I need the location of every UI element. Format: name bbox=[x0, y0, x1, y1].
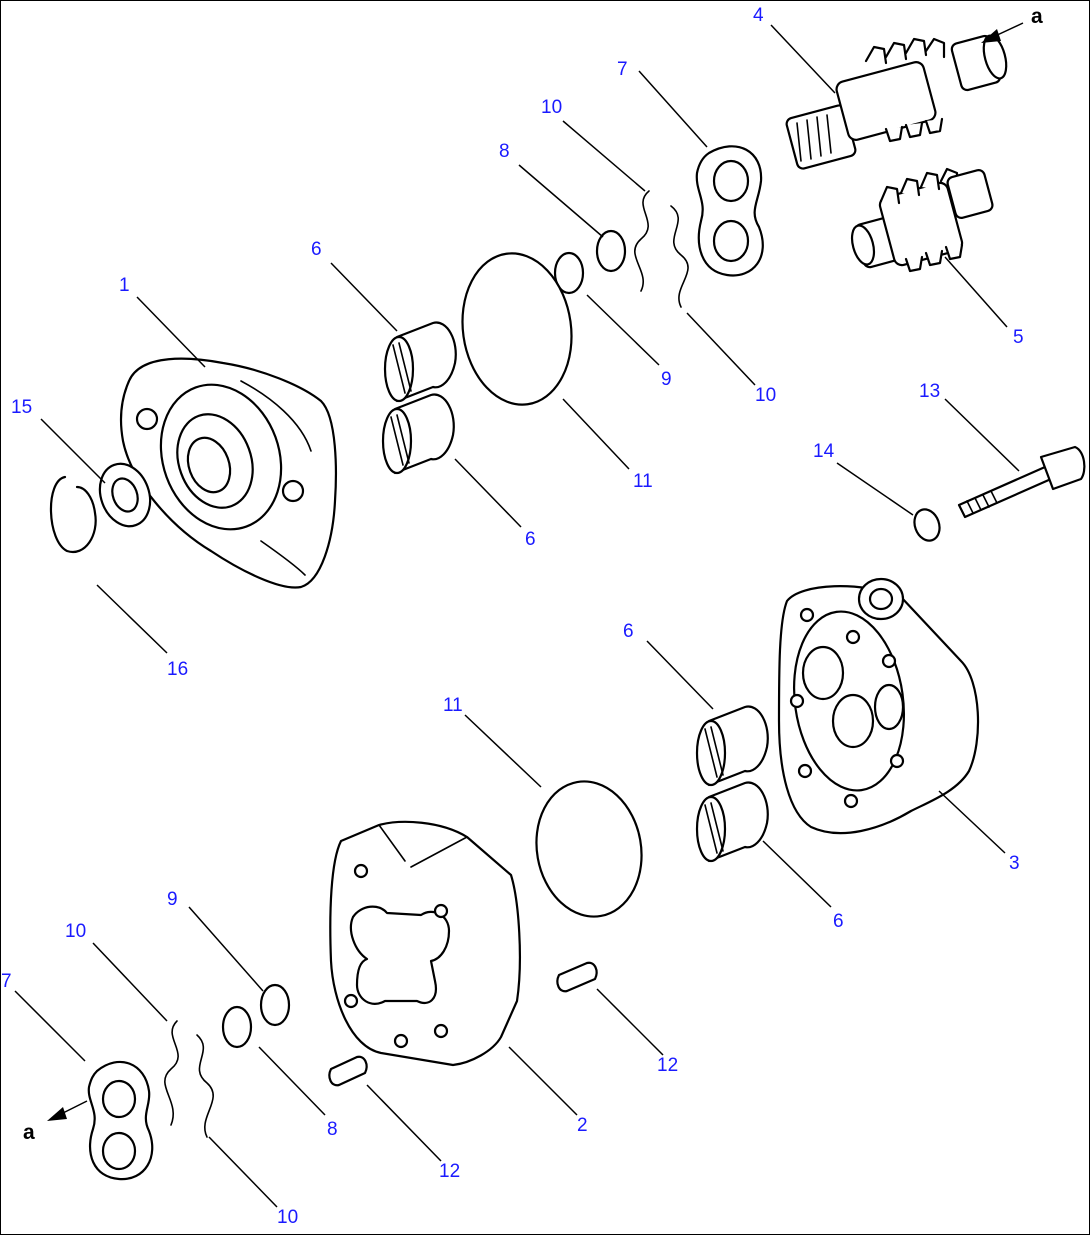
callout-7-top: 7 bbox=[617, 59, 628, 80]
callout-15: 15 bbox=[11, 397, 32, 418]
callout-9-bottom: 9 bbox=[167, 889, 178, 910]
callout-2: 2 bbox=[577, 1115, 588, 1136]
callout-6-bottom-lower: 6 bbox=[833, 911, 844, 932]
part-3-rear-cover bbox=[777, 577, 980, 835]
callout-12-left: 12 bbox=[439, 1161, 460, 1182]
part-7-pressure-plate-bottom bbox=[87, 1060, 154, 1181]
part-9-ring-bottom bbox=[259, 983, 291, 1027]
callout-4: 4 bbox=[753, 5, 764, 26]
callout-6-bottom-upper: 6 bbox=[623, 621, 634, 642]
part-8-ring-top bbox=[595, 229, 627, 273]
part-6-bushings-bottom bbox=[695, 705, 769, 863]
part-2-gear-housing bbox=[329, 820, 521, 1067]
callout-6-top-upper: 6 bbox=[311, 239, 322, 260]
callout-7-bottom: 7 bbox=[1, 971, 12, 992]
part-11-o-ring-top bbox=[461, 252, 573, 406]
part-10-backup-seals-bottom bbox=[164, 1020, 214, 1138]
callout-14: 14 bbox=[813, 441, 835, 462]
part-10-backup-seals-top bbox=[634, 190, 689, 308]
part-12-dowel-pins bbox=[328, 961, 598, 1087]
part-7-pressure-plate-top bbox=[695, 145, 764, 277]
callout-16: 16 bbox=[167, 659, 188, 680]
part-15-oil-seal bbox=[98, 462, 152, 528]
callout-10-bottom-upper: 10 bbox=[65, 921, 86, 942]
part-8-ring-bottom bbox=[221, 1005, 253, 1049]
callout-11-top: 11 bbox=[633, 471, 653, 492]
callout-10-bottom-lower: 10 bbox=[277, 1207, 298, 1228]
callout-labels: 4 5 7 10 8 9 10 6 6 11 1 15 16 13 14 6 3… bbox=[1, 5, 1024, 1228]
callout-10-top-lower: 10 bbox=[755, 385, 776, 406]
callout-9-top: 9 bbox=[661, 369, 672, 390]
leader-lines bbox=[14, 22, 1024, 1208]
callout-5: 5 bbox=[1013, 327, 1024, 348]
callout-6-top-lower: 6 bbox=[525, 529, 536, 550]
part-13-bolt bbox=[957, 445, 1086, 519]
callout-3: 3 bbox=[1009, 853, 1020, 874]
callout-11-bottom: 11 bbox=[443, 695, 463, 716]
callout-8-bottom: 8 bbox=[327, 1119, 338, 1140]
view-marker-a-top: a bbox=[1031, 5, 1043, 28]
callout-12-right: 12 bbox=[657, 1055, 678, 1076]
part-11-o-ring-bottom bbox=[535, 780, 643, 918]
part-14-washer bbox=[913, 508, 941, 542]
part-4-drive-gear-shaft bbox=[785, 34, 1008, 170]
callout-10-top-upper: 10 bbox=[541, 97, 562, 118]
view-marker-a-bottom: a bbox=[23, 1121, 35, 1144]
part-6-bushings-top bbox=[381, 321, 457, 475]
callout-13: 13 bbox=[919, 381, 940, 402]
callout-1: 1 bbox=[119, 275, 130, 296]
part-5-driven-gear bbox=[850, 167, 994, 273]
callout-8-top: 8 bbox=[499, 141, 510, 162]
part-16-snap-ring bbox=[49, 475, 97, 554]
part-9-ring-top bbox=[553, 251, 585, 295]
part-1-front-cover bbox=[119, 357, 338, 589]
